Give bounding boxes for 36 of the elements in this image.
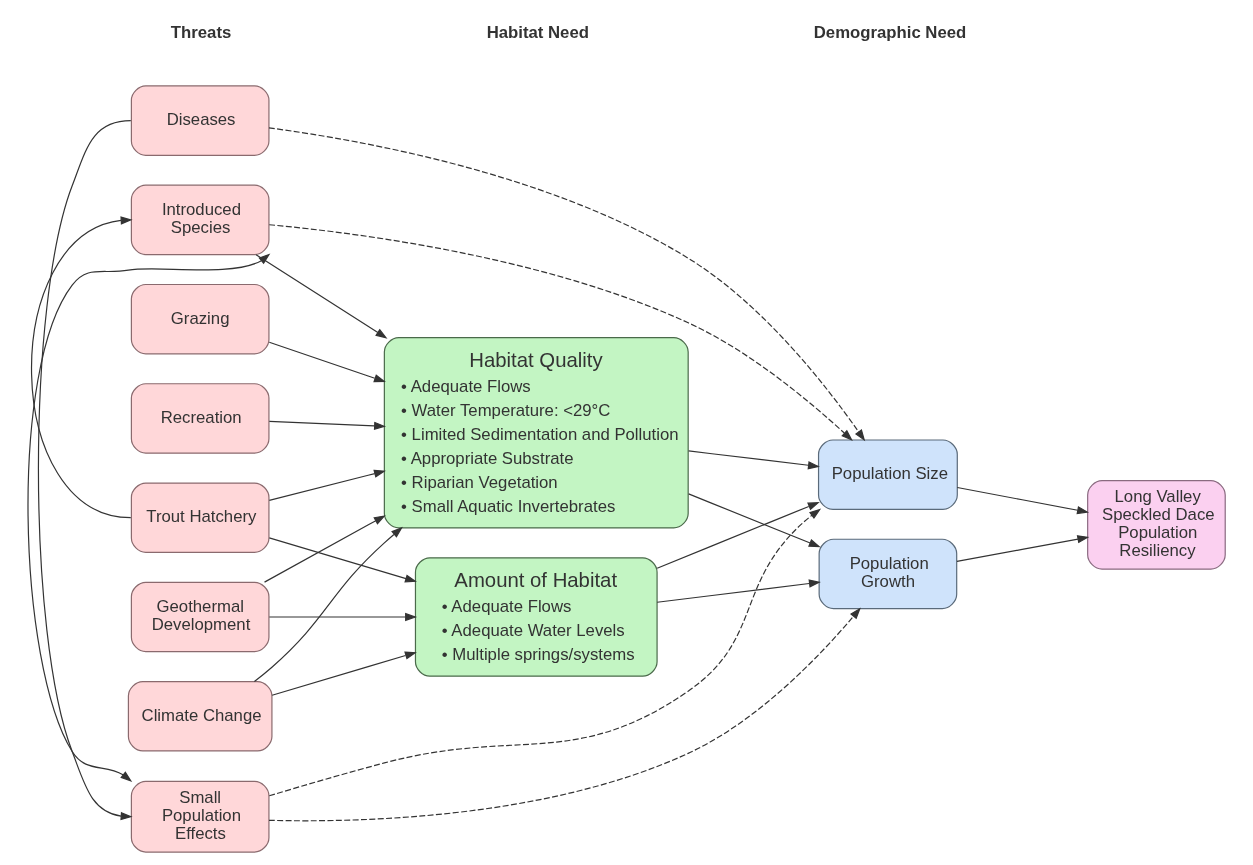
arrow [656, 501, 820, 569]
arrow [268, 469, 386, 502]
node-box: Introduced Species [130, 184, 270, 256]
arrow [268, 612, 418, 622]
node-box: Geothermal Development [130, 581, 270, 653]
arrow [956, 486, 1089, 515]
arrow [268, 341, 386, 383]
arrow [268, 127, 866, 442]
arrow [268, 537, 417, 583]
node-box: Diseases [130, 85, 270, 156]
arrow [268, 607, 861, 822]
arrow [956, 535, 1090, 563]
label: Threats [170, 22, 232, 42]
arrow [688, 493, 821, 548]
node-box: Trout Hatchery [130, 482, 270, 553]
arrow [37, 120, 133, 821]
arrow [688, 450, 820, 470]
arrow [253, 526, 403, 682]
arrow [268, 224, 853, 442]
arrow [656, 579, 821, 603]
arrow [31, 216, 133, 519]
arrow [263, 515, 386, 583]
node-box: Population Growth [818, 538, 958, 610]
node-box: Habitat Quality • Adequate Flows • Water Temperature: <29°C • Limited Sedimentation and Pollution • Appropriate Substrate • Riparian Vegetation • Small Aquatic Invertebrates [383, 337, 689, 529]
node-box: Recreation [130, 383, 270, 454]
arrow [271, 651, 417, 696]
arrow [268, 420, 387, 431]
node-box: Climate Change [127, 681, 273, 752]
node-box: Small Population Effects [130, 780, 270, 853]
node-box: Population Size [817, 439, 958, 510]
node-box: Long Valley Speckled Dace Population Resiliency [1087, 480, 1226, 570]
arrow [268, 508, 822, 797]
node-box: Grazing [130, 283, 270, 355]
node-box: Amount of Habitat • Adequate Flows • Adequate Water Levels • Multiple springs/systems [414, 557, 658, 677]
label: Demographic Need [813, 22, 967, 42]
label: Habitat Need [486, 22, 589, 42]
